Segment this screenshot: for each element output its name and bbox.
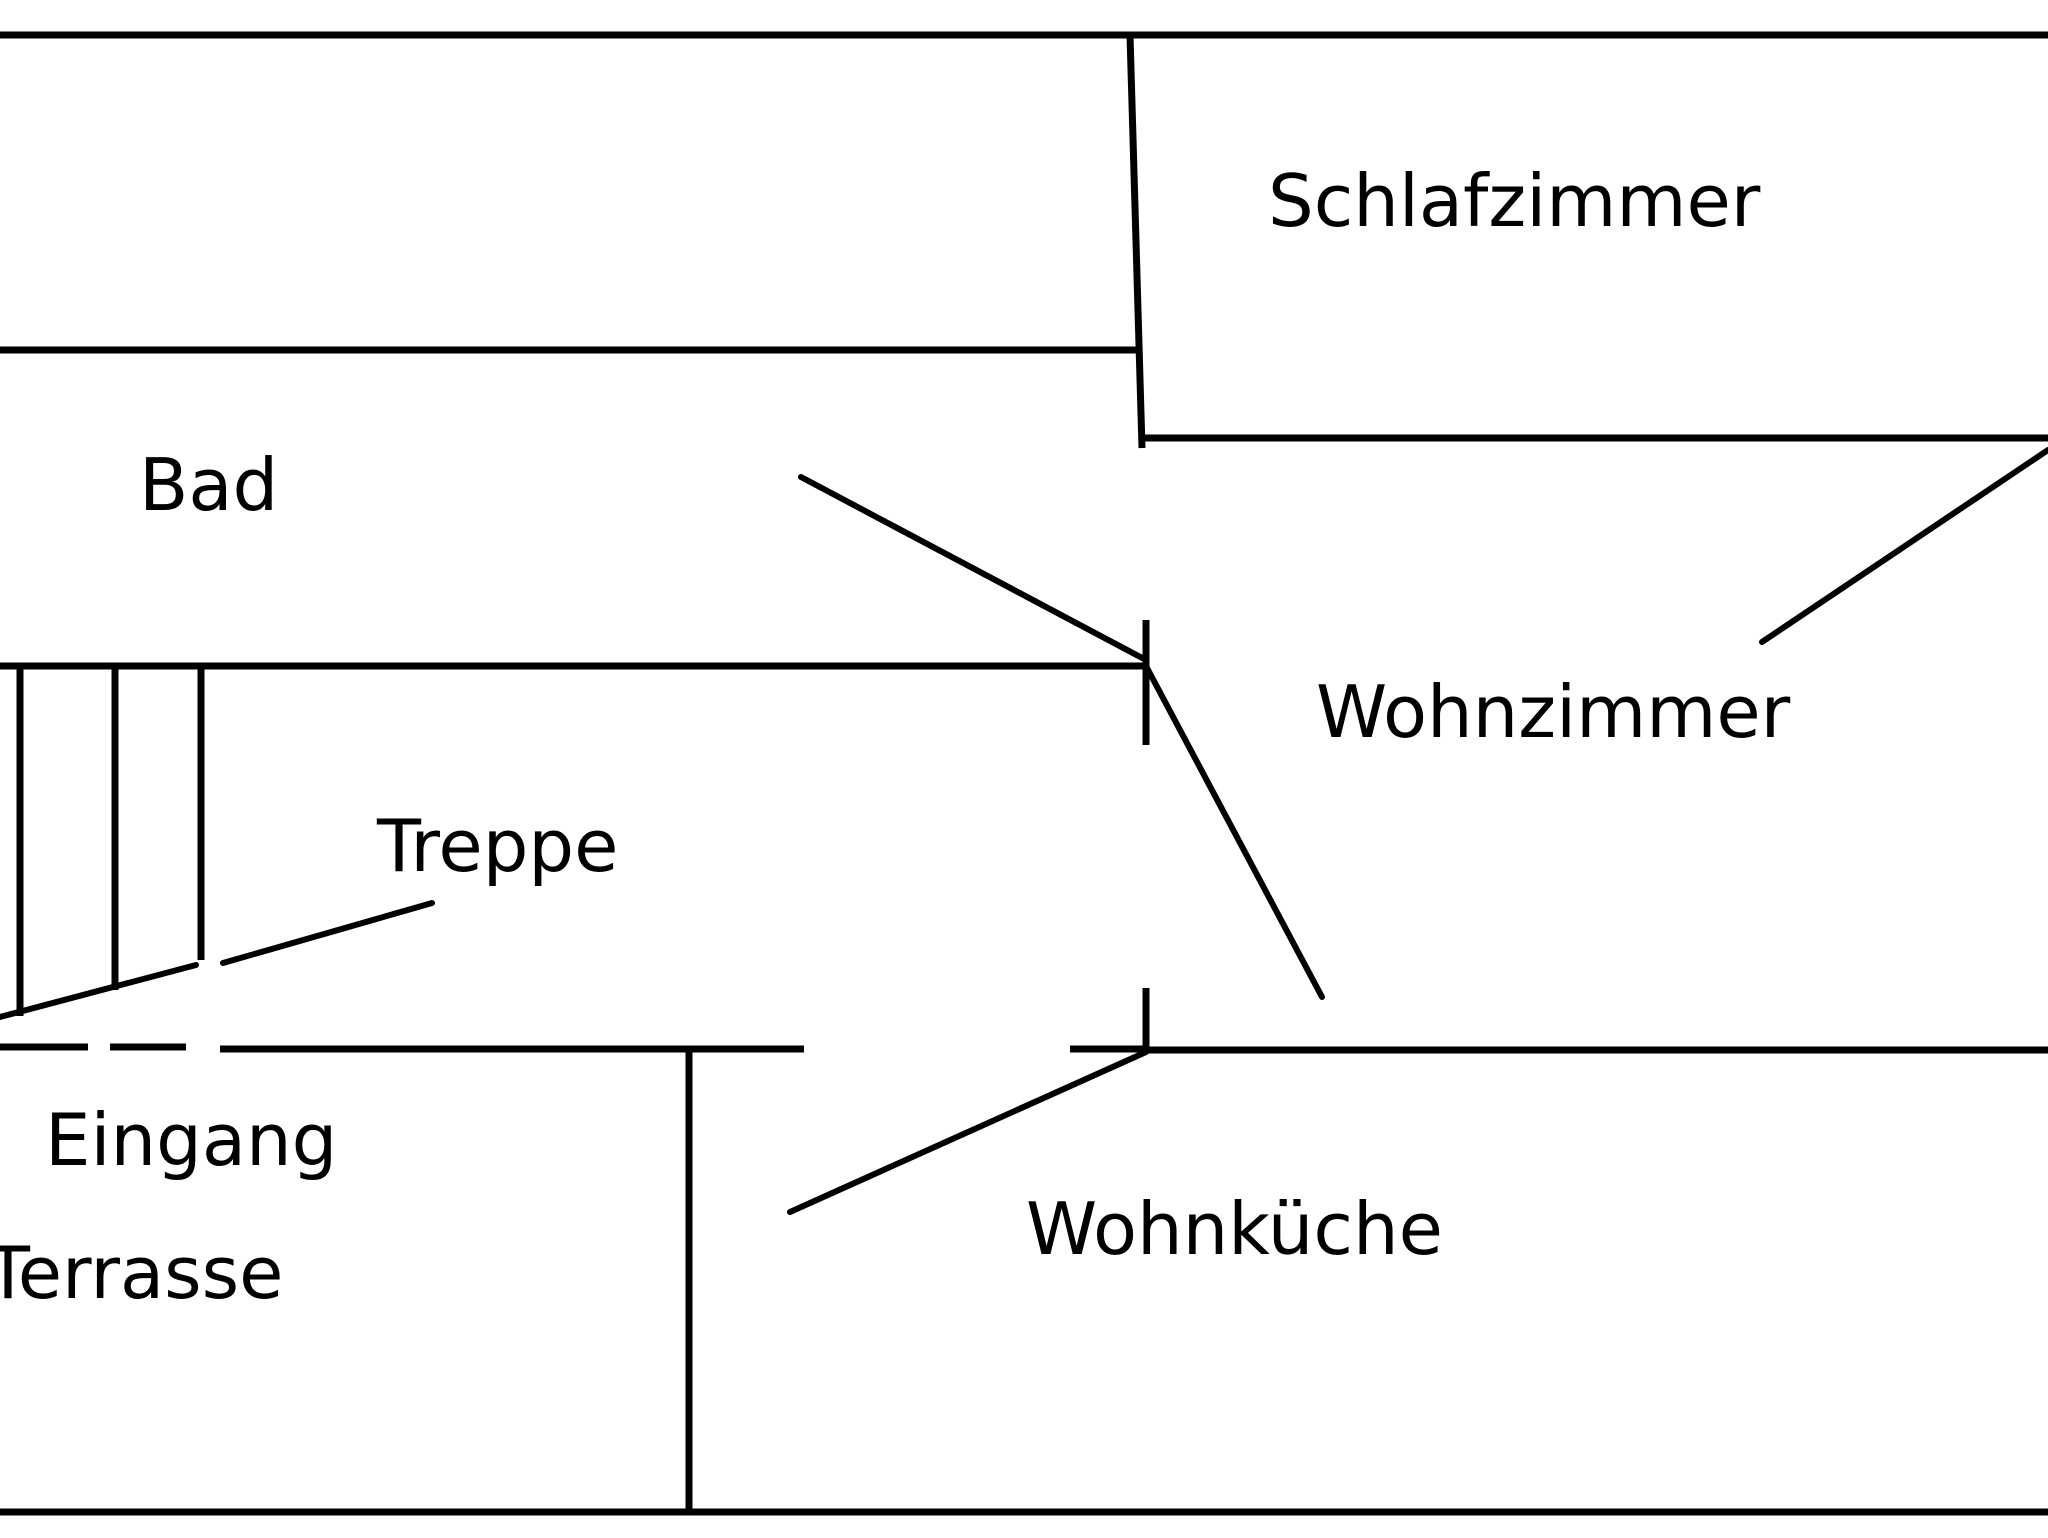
label-treppe: Treppe bbox=[376, 804, 618, 888]
wohnzimmer-walls bbox=[1142, 620, 2048, 1054]
label-bad: Bad bbox=[139, 443, 278, 527]
wohnzimmer-door-swing bbox=[1143, 663, 1325, 1000]
treppe-walls bbox=[0, 666, 1146, 1053]
wohnkueche-door-swing bbox=[787, 1049, 1149, 1215]
label-schlafzimmer: Schlafzimmer bbox=[1268, 159, 1761, 243]
bad-walls bbox=[0, 346, 1146, 670]
door-swings bbox=[0, 447, 2048, 1215]
label-eingang: Eingang bbox=[45, 1098, 337, 1182]
bad-door-swing bbox=[798, 474, 1149, 663]
schlafzimmer-door-swing bbox=[1759, 447, 2048, 645]
stair-arrow-lower bbox=[0, 962, 199, 1020]
label-terrasse: Terrasse bbox=[0, 1231, 283, 1315]
label-wohnzimmer: Wohnzimmer bbox=[1316, 670, 1791, 754]
stair-arrow-upper bbox=[220, 900, 435, 966]
schlafzimmer-walls bbox=[1126, 34, 2048, 449]
outer-walls bbox=[0, 31, 2048, 1516]
label-wohnkueche: Wohnküche bbox=[1026, 1187, 1443, 1271]
schlafzimmer-left-wall bbox=[1126, 34, 1146, 449]
room-labels: Schlafzimmer Bad Wohnzimmer Treppe Einga… bbox=[0, 159, 1791, 1315]
